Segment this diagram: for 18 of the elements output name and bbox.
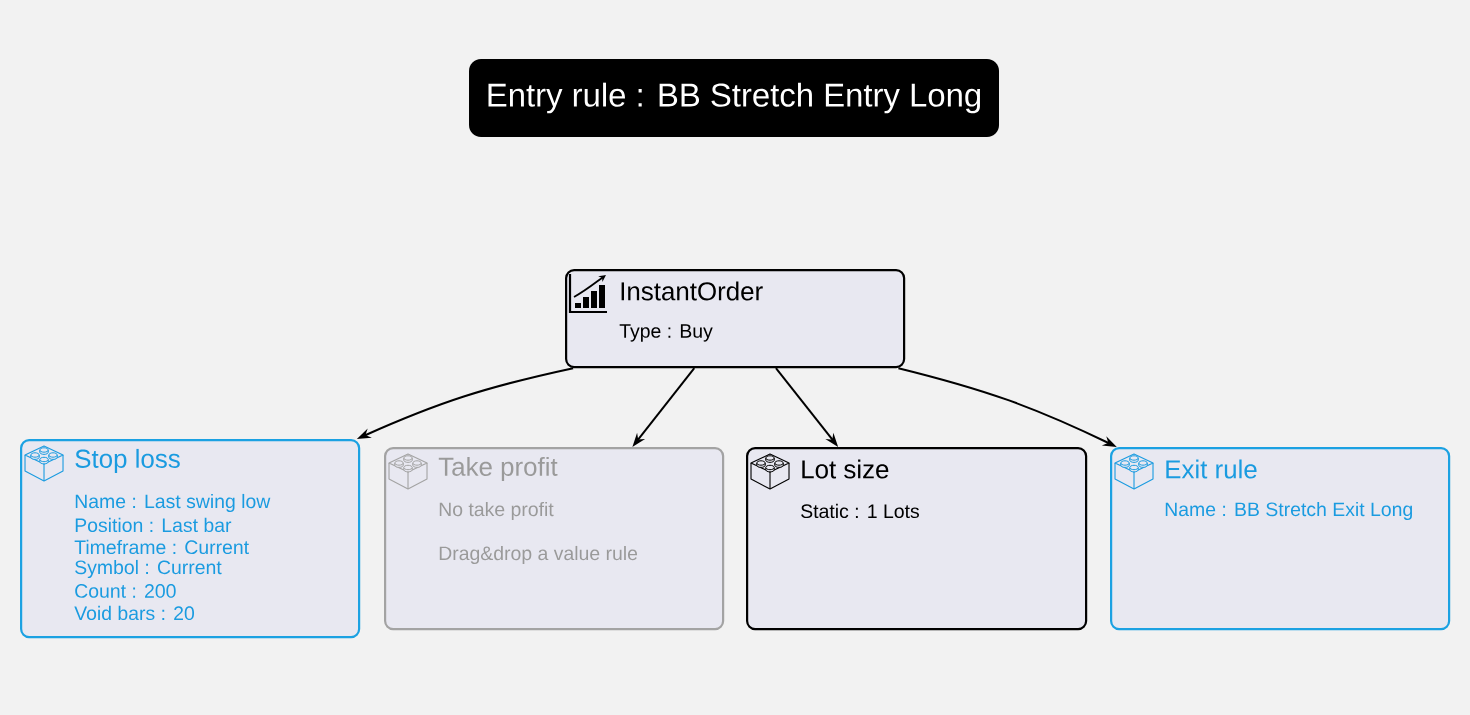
body-text: Symbol : Current	[75, 559, 222, 579]
box-heading: Stop loss	[75, 448, 180, 474]
box-heading: InstantOrder	[621, 281, 763, 301]
box-heading: Take profit	[438, 456, 558, 482]
title-banner: Entry rule : BB Stretch Entry Long	[469, 59, 999, 137]
body-text: Position : Last bar	[75, 517, 232, 533]
body-text: Timeframe : Current	[74, 539, 249, 555]
box-heading: Lot size	[802, 459, 889, 479]
body-text: Count : 200	[75, 584, 176, 598]
body-text: Name : BB Stretch Exit Long	[1165, 501, 1412, 521]
body-text: Name : Last swing low	[75, 493, 271, 513]
body-text: Static : 1 Lots	[801, 503, 919, 519]
body-text: Drag&drop a value rule	[439, 545, 638, 565]
body-text: Void bars : 20	[74, 605, 194, 621]
rule-box	[1110, 447, 1451, 631]
body-text: No take profit	[439, 501, 554, 521]
box-heading: Exit rule	[1166, 459, 1257, 479]
body-text: Type : Buy	[619, 324, 713, 342]
